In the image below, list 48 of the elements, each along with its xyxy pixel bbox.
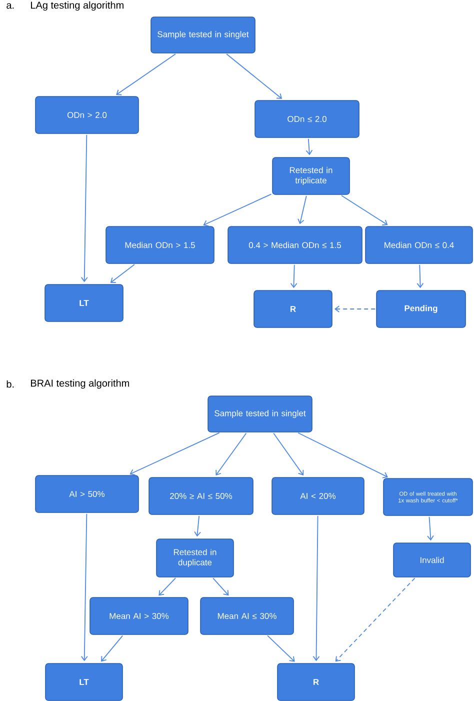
- arrow: [306, 138, 313, 156]
- process-box: Pending: [376, 290, 466, 328]
- panel-letter: a.: [6, 3, 14, 9]
- arrow: [312, 515, 320, 662]
- arrow: [335, 578, 416, 662]
- panel-letter: b.: [6, 380, 14, 388]
- process-box: 0.4 > Median ODn ≤ 1.5: [228, 226, 362, 264]
- process-box: Median ODn ≤ 0.4: [365, 226, 473, 264]
- process-box: Median ODn > 1.5: [106, 226, 214, 264]
- arrow: [298, 432, 388, 478]
- arrow: [101, 635, 124, 662]
- arrow: [340, 195, 388, 226]
- arrow: [158, 578, 176, 596]
- arrow: [194, 515, 201, 537]
- panel-title: LAg testing algorithm: [31, 1, 124, 11]
- arrow: [334, 306, 376, 312]
- process-box: LT: [44, 284, 124, 322]
- process-box: R: [277, 663, 355, 701]
- arrow: [427, 516, 434, 541]
- process-box: Retested in duplicate: [156, 538, 234, 578]
- arrow: [416, 264, 424, 288]
- process-box: R: [254, 290, 332, 328]
- arrow: [298, 195, 307, 224]
- arrow: [110, 264, 135, 283]
- arrow: [273, 432, 304, 476]
- arrow: [130, 432, 220, 476]
- panel-title: BRAI testing algorithm: [31, 379, 129, 389]
- arrow: [212, 578, 229, 596]
- arrow: [226, 54, 282, 99]
- process-box: Mean AI > 30%: [90, 597, 188, 635]
- arrow: [290, 264, 298, 288]
- arrow: [116, 54, 176, 96]
- process-box: ODn > 2.0: [35, 96, 139, 134]
- process-box: Invalid: [393, 542, 471, 578]
- process-box: 20% ≥ AI ≤ 50%: [148, 477, 254, 515]
- arrow: [80, 513, 88, 662]
- arrow: [216, 432, 247, 476]
- process-box: AI < 20%: [272, 477, 364, 515]
- arrow: [203, 194, 272, 226]
- process-box: ODn ≤ 2.0: [254, 100, 360, 138]
- arrow: [267, 635, 295, 662]
- process-box: Sample tested in singlet: [150, 16, 256, 54]
- process-box: Retested in triplicate: [272, 157, 350, 195]
- arrow: [80, 134, 88, 282]
- process-box: Sample tested in singlet: [208, 396, 312, 432]
- process-box: Mean AI ≤ 30%: [200, 597, 294, 635]
- process-box: LT: [45, 663, 123, 701]
- process-box: AI > 50%: [35, 475, 139, 513]
